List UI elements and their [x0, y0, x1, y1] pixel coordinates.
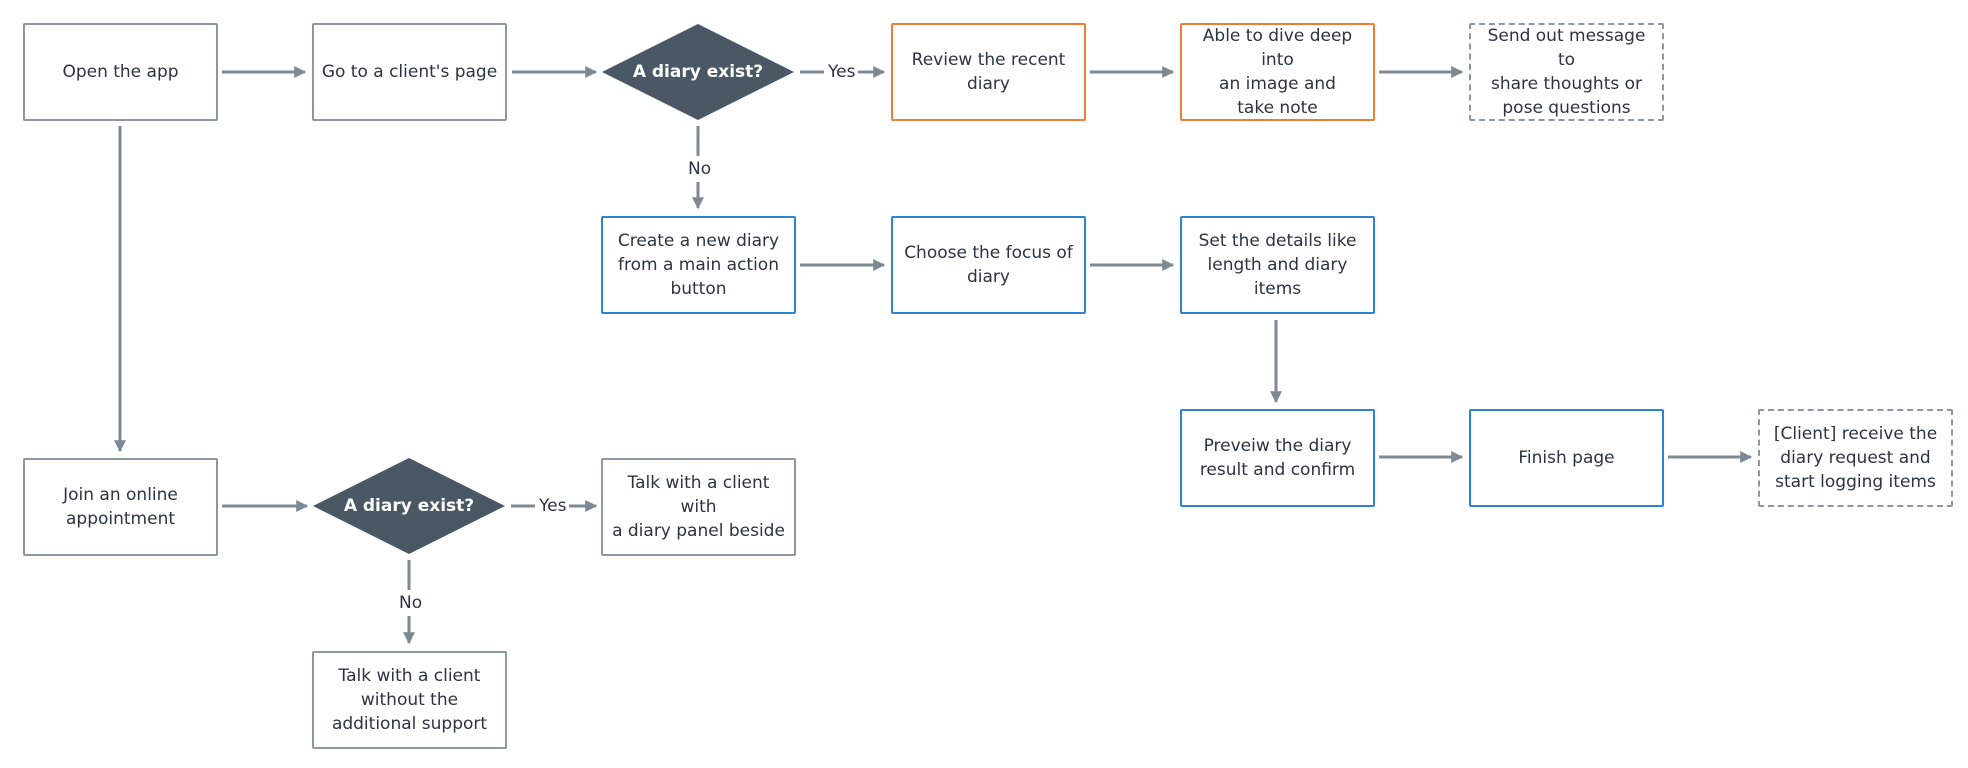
node-join-appointment: Join an online appointment [23, 458, 218, 556]
node-client-page: Go to a client's page [312, 23, 507, 121]
decision-top-label: A diary exist? [632, 62, 764, 82]
node-send-message: Send out message to share thoughts or po… [1469, 23, 1664, 121]
node-client-receive: [Client] receive the diary request and s… [1758, 409, 1953, 507]
node-talk-without-support: Talk with a client without the additiona… [312, 651, 507, 749]
edge-label-top-no: No [686, 158, 714, 180]
decision-bottom-diamond [313, 458, 505, 554]
node-create-diary: Create a new diary from a main action bu… [601, 216, 796, 314]
node-preview: Preveiw the diary result and confirm [1180, 409, 1375, 507]
node-talk-with-panel: Talk with a client with a diary panel be… [601, 458, 796, 556]
node-open-app: Open the app [23, 23, 218, 121]
edge-label-bottom-no: No [397, 592, 425, 614]
node-finish: Finish page [1469, 409, 1664, 507]
node-set-details: Set the details like length and diary it… [1180, 216, 1375, 314]
decision-bottom-label: A diary exist? [343, 496, 475, 516]
edge-label-bottom-yes: Yes [537, 495, 569, 517]
node-dive-deep: Able to dive deep into an image and take… [1180, 23, 1375, 121]
decision-top-diamond [602, 24, 794, 120]
edge-label-top-yes: Yes [826, 61, 858, 83]
node-review-diary: Review the recent diary [891, 23, 1086, 121]
node-choose-focus: Choose the focus of diary [891, 216, 1086, 314]
